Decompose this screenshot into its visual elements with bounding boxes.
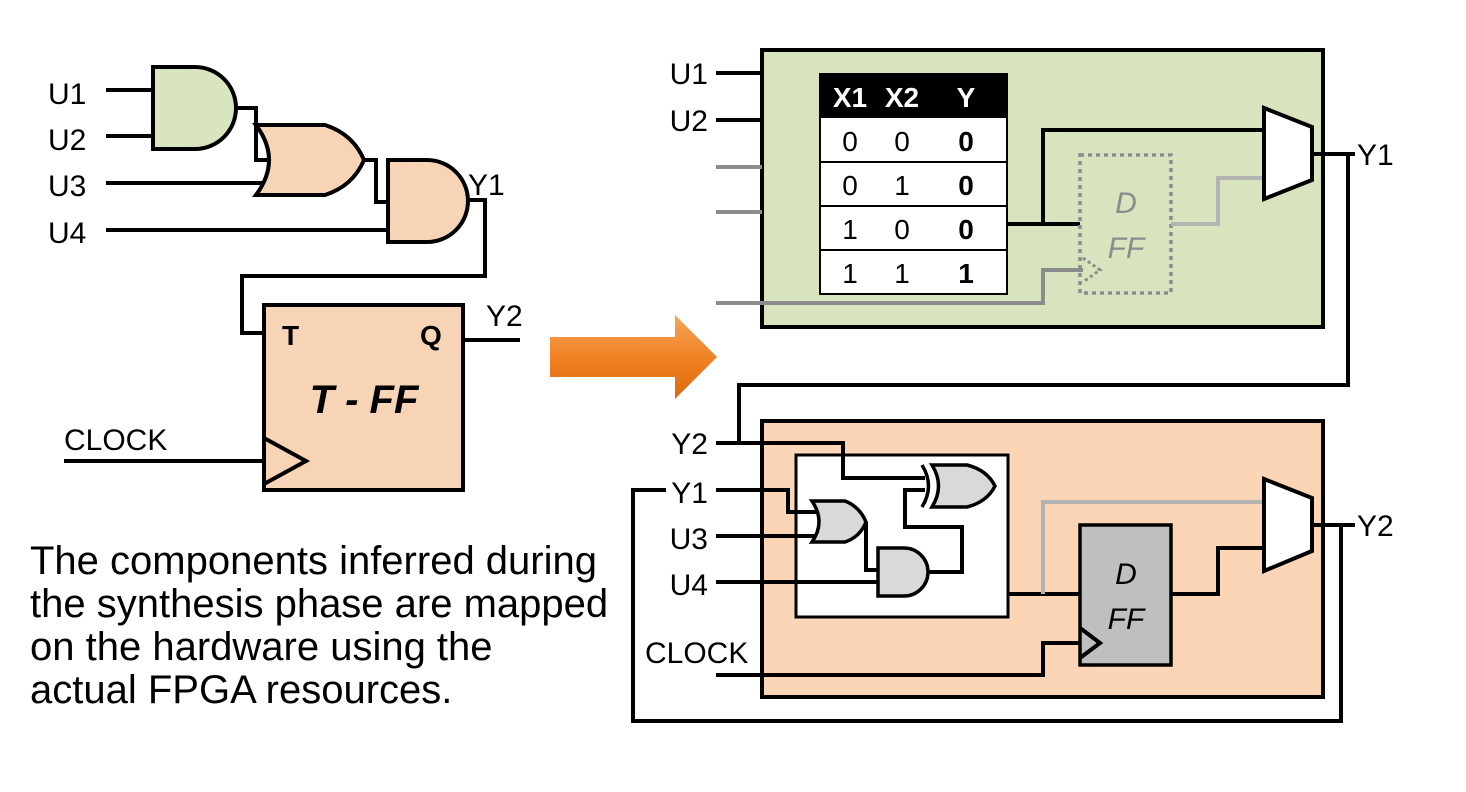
logic-input-label-u4: U4 <box>670 569 708 602</box>
and-gate-gray <box>876 546 930 598</box>
logic-output-mux <box>1262 476 1314 574</box>
tff-output-label-y2: Y2 <box>486 300 523 333</box>
logic-output-label-y2: Y2 <box>1357 510 1394 543</box>
logic-wire-dff-to-mux <box>1171 546 1264 596</box>
truth-table-cell: 1 <box>842 258 858 289</box>
clock-label: CLOCK <box>64 424 167 457</box>
left-circuit: U1 U2 U3 U4 Y1 T Q T - FF Y2 CLOCK <box>48 65 523 492</box>
truth-table-cell: 0 <box>894 126 910 157</box>
lut-output-label-y1: Y1 <box>1357 139 1394 172</box>
truth-table-cell: 0 <box>958 170 974 201</box>
truth-table-header <box>820 74 1007 118</box>
logic-wire-y2 <box>716 441 925 480</box>
truth-table-cell: 0 <box>894 214 910 245</box>
or-gate <box>252 123 367 197</box>
logic-wire-bypass <box>1041 500 1264 594</box>
and-gate-1 <box>151 65 238 151</box>
lut-dff-label-d: D <box>1115 187 1137 220</box>
wire-y1-feedback <box>737 154 1350 443</box>
tff-pin-t-label: T <box>282 320 299 351</box>
logic-input-label-y2: Y2 <box>671 428 708 461</box>
truth-table-cell: 0 <box>958 214 974 245</box>
wire-y1-to-t <box>240 198 487 335</box>
logic-block: Y2 Y1 U3 U4 CLOCK D FF <box>631 419 1394 723</box>
logic-clock-label: CLOCK <box>645 637 748 670</box>
input-label-u4: U4 <box>48 217 86 250</box>
logic-dff-label-d: D <box>1115 558 1137 591</box>
input-label-u2: U2 <box>48 124 86 157</box>
lut-wire-unused-clock <box>716 268 1083 305</box>
xor-gate-input-arc <box>920 464 931 508</box>
input-label-u1: U1 <box>48 78 86 111</box>
lut-block: U1 U2 X1 X2 Y 0 0 0 0 1 0 1 0 0 1 1 <box>670 48 1394 443</box>
logic-dff-label-ff: FF <box>1108 603 1146 636</box>
logic-dff <box>1078 523 1173 667</box>
lut-dff-clock-triangle <box>1082 256 1103 284</box>
truth-table-cell: 1 <box>894 258 910 289</box>
t-flip-flop <box>262 303 465 492</box>
truth-table-cell: 0 <box>842 126 858 157</box>
lut-input-label-u2: U2 <box>670 105 708 138</box>
gate-output-label-y1: Y1 <box>468 169 505 202</box>
truth-table-cell: 0 <box>958 126 974 157</box>
and-gate-2 <box>386 158 470 244</box>
caption-text: The components inferred during the synth… <box>30 539 609 712</box>
truth-table-header-x2: X2 <box>885 82 919 113</box>
wire-y2-feedback <box>631 488 1343 723</box>
truth-table-cell: 0 <box>842 170 858 201</box>
tff-title: T - FF <box>310 378 420 422</box>
lut-wire-dff-to-mux <box>1171 176 1264 226</box>
logic-input-label-y1: Y1 <box>671 477 708 510</box>
logic-wire-clock <box>716 641 1080 677</box>
lut-wire-to-mux <box>1007 128 1264 226</box>
truth-table-header-x1: X1 <box>833 82 867 113</box>
truth-table-cell: 1 <box>842 214 858 245</box>
truth-table: X1 X2 Y 0 0 0 0 1 0 1 0 0 1 1 1 <box>819 73 1008 295</box>
mapping-arrow <box>550 315 717 399</box>
logic-wire-y1 <box>716 488 816 514</box>
logic-wire-or-to-and <box>864 522 878 572</box>
lut-input-label-u1: U1 <box>670 58 708 91</box>
logic-input-label-u3: U3 <box>670 523 708 556</box>
wire-or-to-and2 <box>364 158 388 204</box>
wire-and1-to-or <box>236 106 270 162</box>
lut-dff-label-ff: FF <box>1108 232 1146 265</box>
truth-table-cell: 1 <box>894 170 910 201</box>
truth-table-cell: 1 <box>958 258 974 289</box>
lut-output-mux <box>1262 105 1314 202</box>
tff-pin-q-label: Q <box>420 320 442 351</box>
input-label-u3: U3 <box>48 170 86 203</box>
tff-clock-triangle <box>263 436 311 486</box>
xor-gate <box>928 463 997 509</box>
truth-table-header-y: Y <box>957 82 976 113</box>
logic-wire-and-to-xor <box>903 488 964 574</box>
or-gate-gray <box>808 499 868 544</box>
logic-dff-clock-triangle <box>1078 626 1104 660</box>
